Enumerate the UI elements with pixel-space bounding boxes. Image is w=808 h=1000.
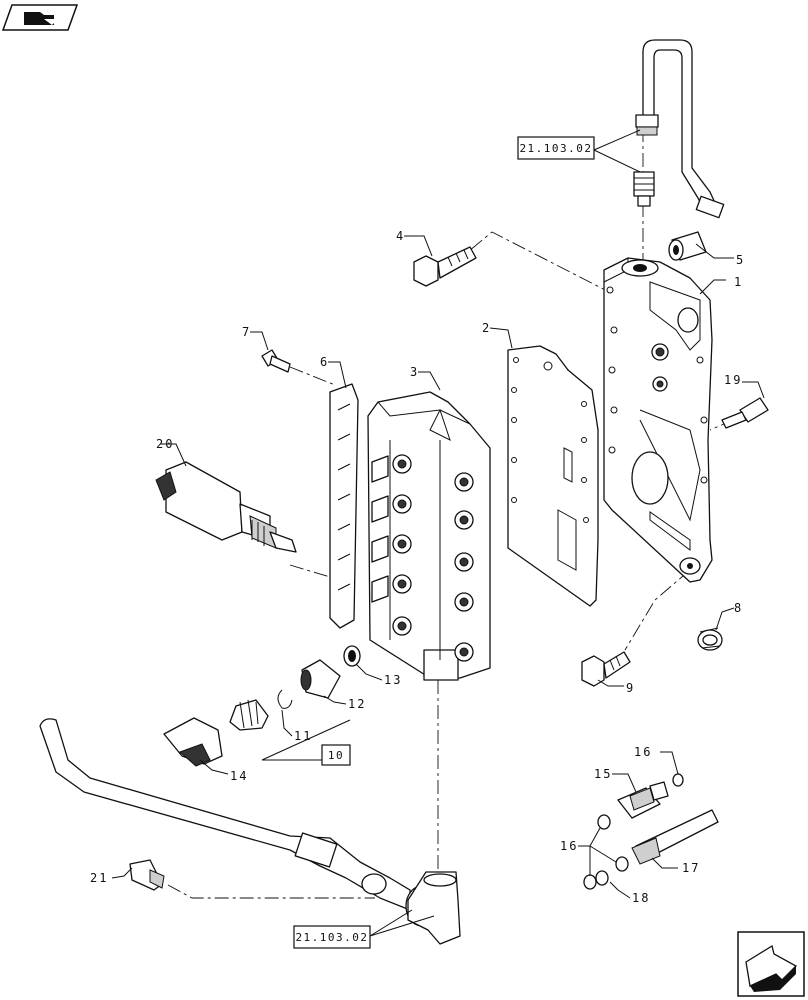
callout-20: 20 xyxy=(156,437,174,451)
book-icon[interactable] xyxy=(1,4,79,31)
bolt-4 xyxy=(413,246,477,287)
gasket-6 xyxy=(329,383,359,629)
callout-9: 9 xyxy=(626,681,635,695)
clamp-8 xyxy=(697,627,723,651)
reference-label-group: 10 xyxy=(328,749,344,762)
callout-6: 6 xyxy=(320,355,329,369)
plate-1 xyxy=(603,257,713,583)
callout-11: 11 xyxy=(294,729,312,743)
reference-label-top: 21.103.02 xyxy=(519,142,592,155)
ring-11 xyxy=(277,689,293,709)
reference-box-bottom[interactable]: 21.103.02 xyxy=(293,925,371,949)
fitting-sensor xyxy=(229,699,269,731)
callout-21: 21 xyxy=(90,871,108,885)
callout-13: 13 xyxy=(384,673,402,687)
bolt-19 xyxy=(721,397,769,429)
callout-16-left: 16 xyxy=(560,839,578,853)
rod-17 xyxy=(631,809,719,865)
callout-3: 3 xyxy=(410,365,419,379)
callout-19: 19 xyxy=(724,373,742,387)
callout-1: 1 xyxy=(734,275,743,289)
solenoid-20 xyxy=(155,461,297,553)
pipe-lower xyxy=(39,718,461,945)
reference-label-bottom: 21.103.02 xyxy=(295,931,368,944)
leader-lines xyxy=(111,129,765,937)
callout-17: 17 xyxy=(682,861,700,875)
callout-15: 15 xyxy=(594,767,612,781)
callout-2: 2 xyxy=(482,321,491,335)
callout-18: 18 xyxy=(632,891,650,905)
gasket-2 xyxy=(507,345,599,607)
next-page-arrow-icon[interactable] xyxy=(737,931,805,997)
callout-7: 7 xyxy=(242,325,251,339)
hose-upper xyxy=(633,39,725,219)
callout-4: 4 xyxy=(396,229,405,243)
sensor-21 xyxy=(129,859,165,891)
reference-box-group[interactable]: 10 xyxy=(321,744,351,766)
valve-body-ports xyxy=(371,454,474,662)
connector-14 xyxy=(163,717,223,767)
adapter-12 xyxy=(300,659,341,699)
screw-7 xyxy=(261,349,291,373)
callout-12: 12 xyxy=(348,697,366,711)
valve-body-3 xyxy=(367,391,491,681)
callout-14: 14 xyxy=(230,769,248,783)
callout-8: 8 xyxy=(734,601,743,615)
ring-16-top xyxy=(672,773,684,787)
seal-13 xyxy=(343,645,361,667)
callout-16-top: 16 xyxy=(634,745,652,759)
bolt-9 xyxy=(581,651,631,687)
callout-labels: 1 2 3 4 5 6 7 8 9 11 12 13 14 15 16 16 1… xyxy=(90,229,745,905)
group-bracket xyxy=(261,719,351,761)
bushing-5 xyxy=(668,231,707,261)
rings-16-left xyxy=(583,814,629,890)
callout-5: 5 xyxy=(736,253,745,267)
spool-15 xyxy=(617,781,669,819)
reference-box-top[interactable]: 21.103.02 xyxy=(517,136,595,160)
